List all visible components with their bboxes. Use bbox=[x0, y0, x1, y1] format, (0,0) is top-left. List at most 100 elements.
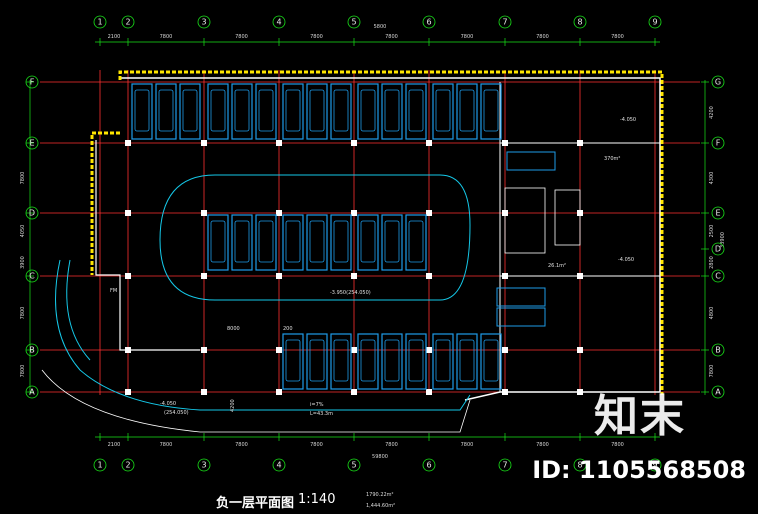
car-row-north bbox=[306, 83, 328, 140]
axis-label: 5 bbox=[351, 18, 356, 27]
car-icon bbox=[459, 339, 475, 382]
room-area: 370m² bbox=[604, 156, 620, 162]
axis-bubble bbox=[711, 206, 725, 220]
parking-space bbox=[405, 333, 427, 390]
axis-label: C bbox=[715, 272, 721, 281]
axis-label: B bbox=[715, 346, 721, 355]
watermark-id: ID: 1105568508 bbox=[532, 456, 746, 484]
column bbox=[276, 347, 282, 353]
axis-top-4: 4 bbox=[272, 15, 286, 29]
axis-top-3: 3 bbox=[197, 15, 211, 29]
car-row-north bbox=[155, 83, 177, 140]
ramp-slope: i=7% bbox=[310, 402, 324, 408]
axis-label: G bbox=[715, 78, 721, 87]
axis-label: F bbox=[30, 78, 35, 87]
parking-space bbox=[456, 333, 478, 390]
dim-bottom-bay: 7800 bbox=[611, 442, 624, 448]
car-row-south bbox=[480, 333, 502, 390]
axis-label: 2 bbox=[125, 18, 130, 27]
axis-top-8: 8 bbox=[573, 15, 587, 29]
axis-bubble bbox=[121, 458, 135, 472]
parking-space bbox=[207, 214, 229, 271]
axis-top-1: 1 bbox=[93, 15, 107, 29]
car-icon bbox=[483, 89, 499, 132]
car-icon bbox=[333, 220, 349, 263]
outer-wall bbox=[120, 77, 661, 401]
car-row-south bbox=[456, 333, 478, 390]
dim-bottom-bay: 7800 bbox=[461, 442, 474, 448]
car-icon bbox=[134, 89, 150, 132]
car-icon bbox=[459, 89, 475, 132]
axis-label: D bbox=[715, 245, 721, 254]
column bbox=[125, 389, 131, 395]
span-8000: 8000 bbox=[227, 326, 240, 332]
column bbox=[125, 210, 131, 216]
axis-label: C bbox=[29, 272, 35, 281]
span-200: 200 bbox=[283, 326, 293, 332]
axis-bubble bbox=[498, 15, 512, 29]
axis-bubble bbox=[25, 343, 39, 357]
column bbox=[201, 389, 207, 395]
axis-top-5: 5 bbox=[347, 15, 361, 29]
axis-left-E: E bbox=[25, 136, 39, 150]
dim-right-bay: 2800 bbox=[709, 256, 715, 269]
axis-bubble bbox=[25, 206, 39, 220]
column bbox=[351, 140, 357, 146]
column bbox=[577, 210, 583, 216]
axis-right-G: G bbox=[711, 75, 725, 89]
axis-bubble bbox=[197, 15, 211, 29]
axis-label: 3 bbox=[201, 461, 206, 470]
axis-label: 7 bbox=[502, 18, 507, 27]
car-icon bbox=[408, 220, 424, 263]
parking-space bbox=[405, 214, 427, 271]
axis-bubble bbox=[573, 15, 587, 29]
dim-right-bay: 4800 bbox=[709, 307, 715, 320]
car-row-middle bbox=[357, 214, 379, 271]
dim-top-bay: 7800 bbox=[611, 34, 624, 40]
axis-label: 8 bbox=[577, 461, 582, 470]
axis-grid bbox=[40, 70, 700, 395]
axis-top-9: 9 bbox=[648, 15, 662, 29]
dim-top-bay: 7800 bbox=[235, 34, 248, 40]
axis-label: E bbox=[29, 139, 34, 148]
car-row-south bbox=[282, 333, 304, 390]
parking-space bbox=[155, 83, 177, 140]
axis-label: E bbox=[715, 209, 720, 218]
dim-left-bay: 7800 bbox=[20, 307, 26, 320]
column bbox=[502, 210, 508, 216]
parking-space bbox=[282, 83, 304, 140]
car-icon bbox=[483, 339, 499, 382]
axis-bottom-3: 3 bbox=[197, 458, 211, 472]
axis-label: 5 bbox=[351, 461, 356, 470]
parking-space bbox=[207, 83, 229, 140]
dim-right-bay: 7800 bbox=[709, 365, 715, 378]
dim-right-bay: 2500 bbox=[709, 225, 715, 238]
parking-space bbox=[357, 214, 379, 271]
axis-bubble bbox=[93, 458, 107, 472]
column bbox=[276, 389, 282, 395]
car-row-middle bbox=[381, 214, 403, 271]
parking-space bbox=[432, 83, 454, 140]
dim-bottom-bay: 2100 bbox=[108, 442, 121, 448]
axis-label: 2 bbox=[125, 461, 130, 470]
watermark-logo: 知末 bbox=[594, 391, 686, 442]
column bbox=[125, 347, 131, 353]
axis-right-E: E bbox=[711, 206, 725, 220]
column bbox=[502, 347, 508, 353]
parking-space bbox=[231, 214, 253, 271]
axis-bubble bbox=[711, 385, 725, 399]
car-icon bbox=[360, 339, 376, 382]
column bbox=[351, 347, 357, 353]
column bbox=[502, 140, 508, 146]
axis-bottom-1: 1 bbox=[93, 458, 107, 472]
axis-label: 6 bbox=[426, 461, 431, 470]
axis-bottom-9: 9 bbox=[648, 458, 662, 472]
level-ramp: -4.050 bbox=[160, 401, 176, 407]
column bbox=[426, 347, 432, 353]
car-icon bbox=[435, 339, 451, 382]
axis-right-A: A bbox=[711, 385, 725, 399]
car-icon bbox=[333, 339, 349, 382]
axis-bottom-7: 7 bbox=[498, 458, 512, 472]
